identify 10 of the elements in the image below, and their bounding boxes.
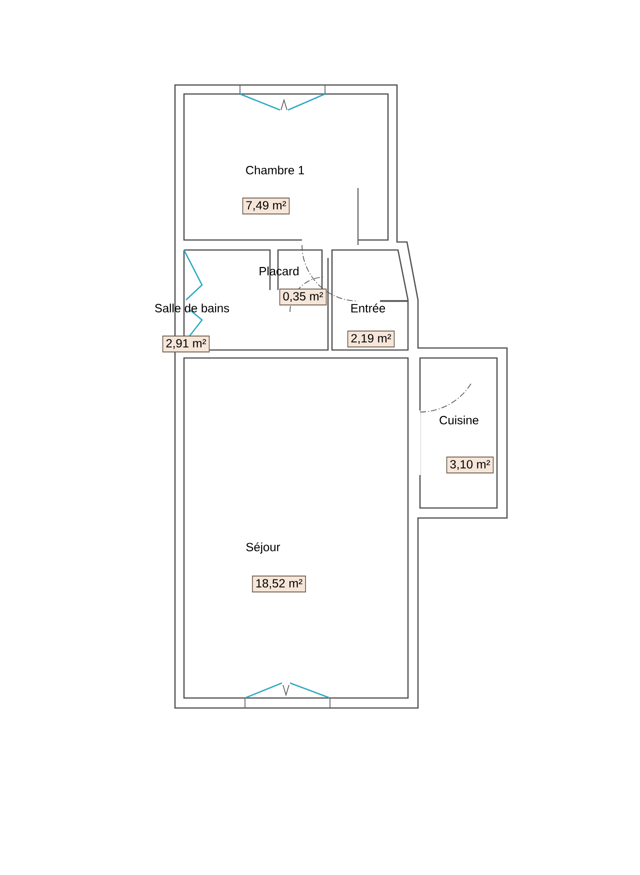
area-box: 2,19 m² (347, 330, 395, 348)
area-box: 7,49 m² (242, 198, 290, 214)
area-box: 2,91 m² (162, 336, 210, 352)
room-name: Séjour (246, 542, 280, 554)
area-box: 0,35 m² (279, 288, 327, 306)
area-box: 18,52 m² (252, 576, 306, 592)
room-name: Entrée (351, 304, 386, 312)
room-name: Chambre 1 (246, 166, 304, 174)
room-name: Cuisine (440, 416, 478, 424)
area-box: 3,10 m² (446, 456, 494, 474)
